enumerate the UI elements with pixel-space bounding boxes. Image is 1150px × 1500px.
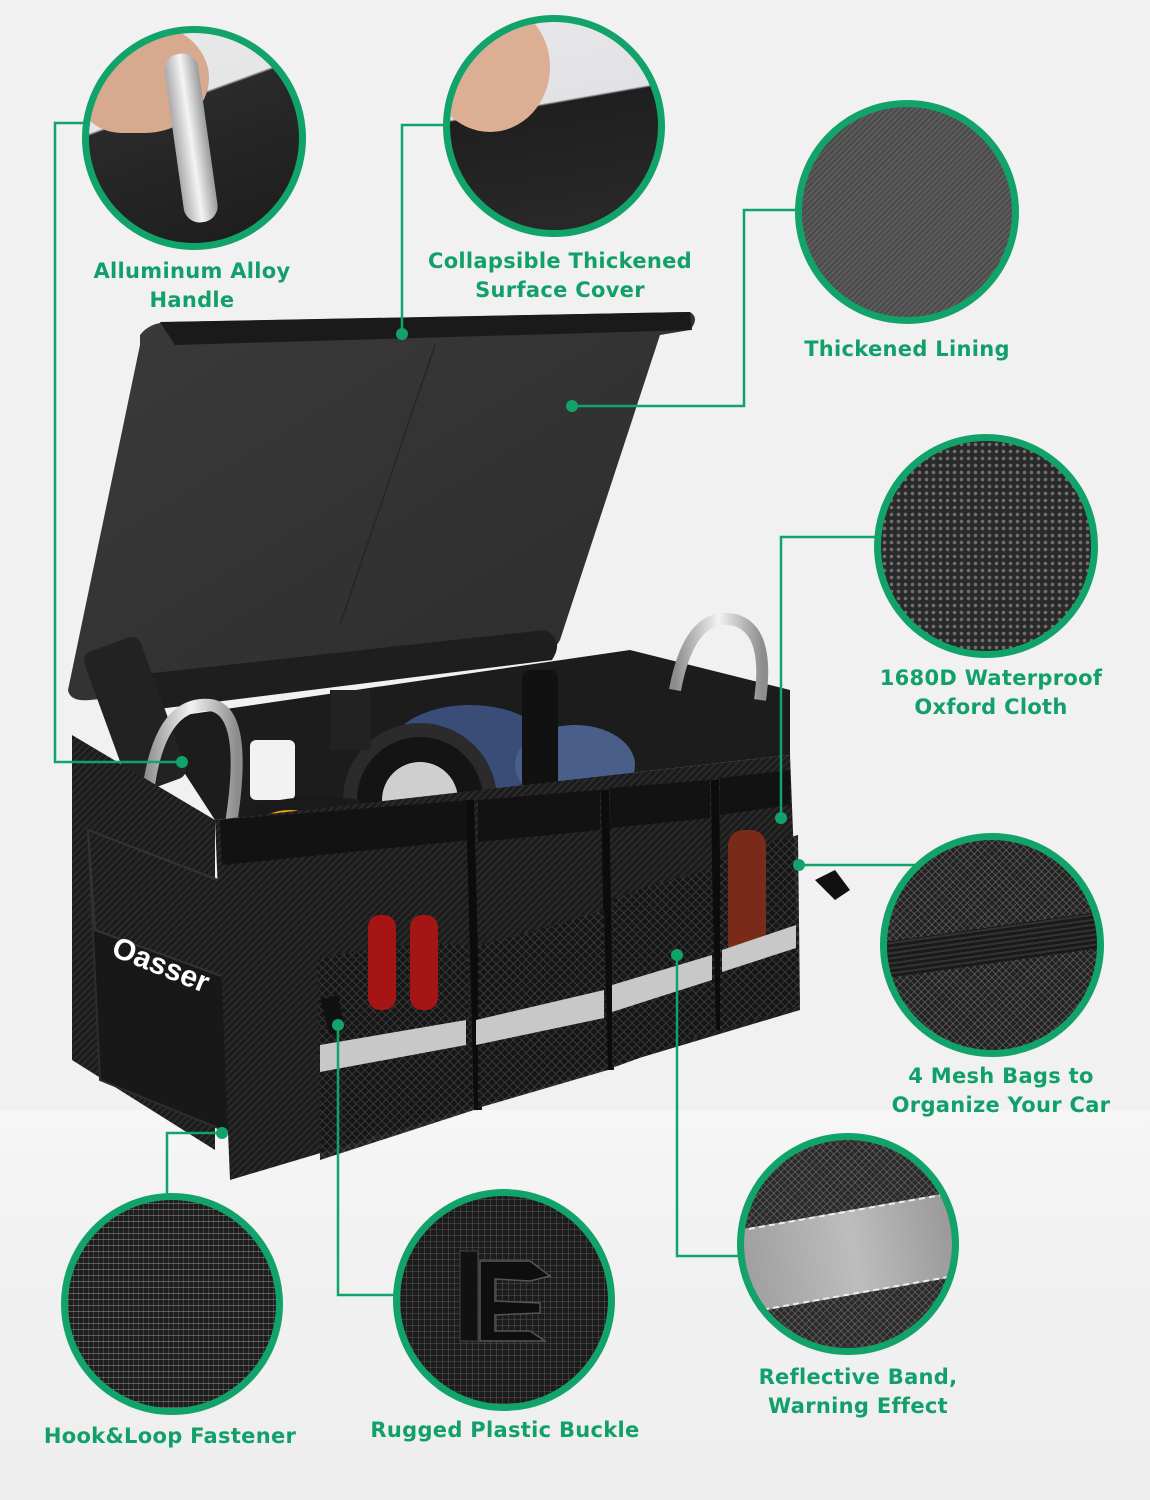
feature-label-cover: Collapsible Thickened Surface Cover [427, 249, 692, 302]
feature-label-handle: Alluminum Alloy Handle [93, 259, 291, 312]
feature-label-buckle: Rugged Plastic Buckle [370, 1418, 640, 1442]
mesh-bag-closeup-icon [880, 833, 1104, 1057]
aluminum-handle-closeup-icon [82, 26, 306, 250]
feature-label-oxford: 1680D Waterproof Oxford Cloth [879, 666, 1103, 719]
elastic-band-shape [887, 907, 1097, 979]
lid [68, 312, 695, 715]
feature-label-mesh: 4 Mesh Bags to Organize Your Car [891, 1064, 1111, 1117]
hook-loop-closeup-icon [61, 1193, 283, 1415]
handle-bar-shape [162, 51, 220, 225]
buckle-glyph [459, 1250, 552, 1342]
hand-shape [450, 22, 550, 132]
surface-cover-closeup-icon [443, 15, 665, 237]
oxford-cloth-closeup-icon [874, 434, 1098, 658]
plastic-buckle-closeup-icon [393, 1189, 615, 1411]
reflective-strip-shape [744, 1188, 952, 1316]
feature-label-lining: Thickened Lining [804, 337, 1010, 361]
feature-label-hookloop: Hook&Loop Fastener [43, 1424, 297, 1448]
lining-fabric-closeup-icon [795, 100, 1019, 324]
feature-label-reflective: Reflective Band, Warning Effect [758, 1365, 958, 1418]
reflective-band-closeup-icon [737, 1133, 959, 1355]
